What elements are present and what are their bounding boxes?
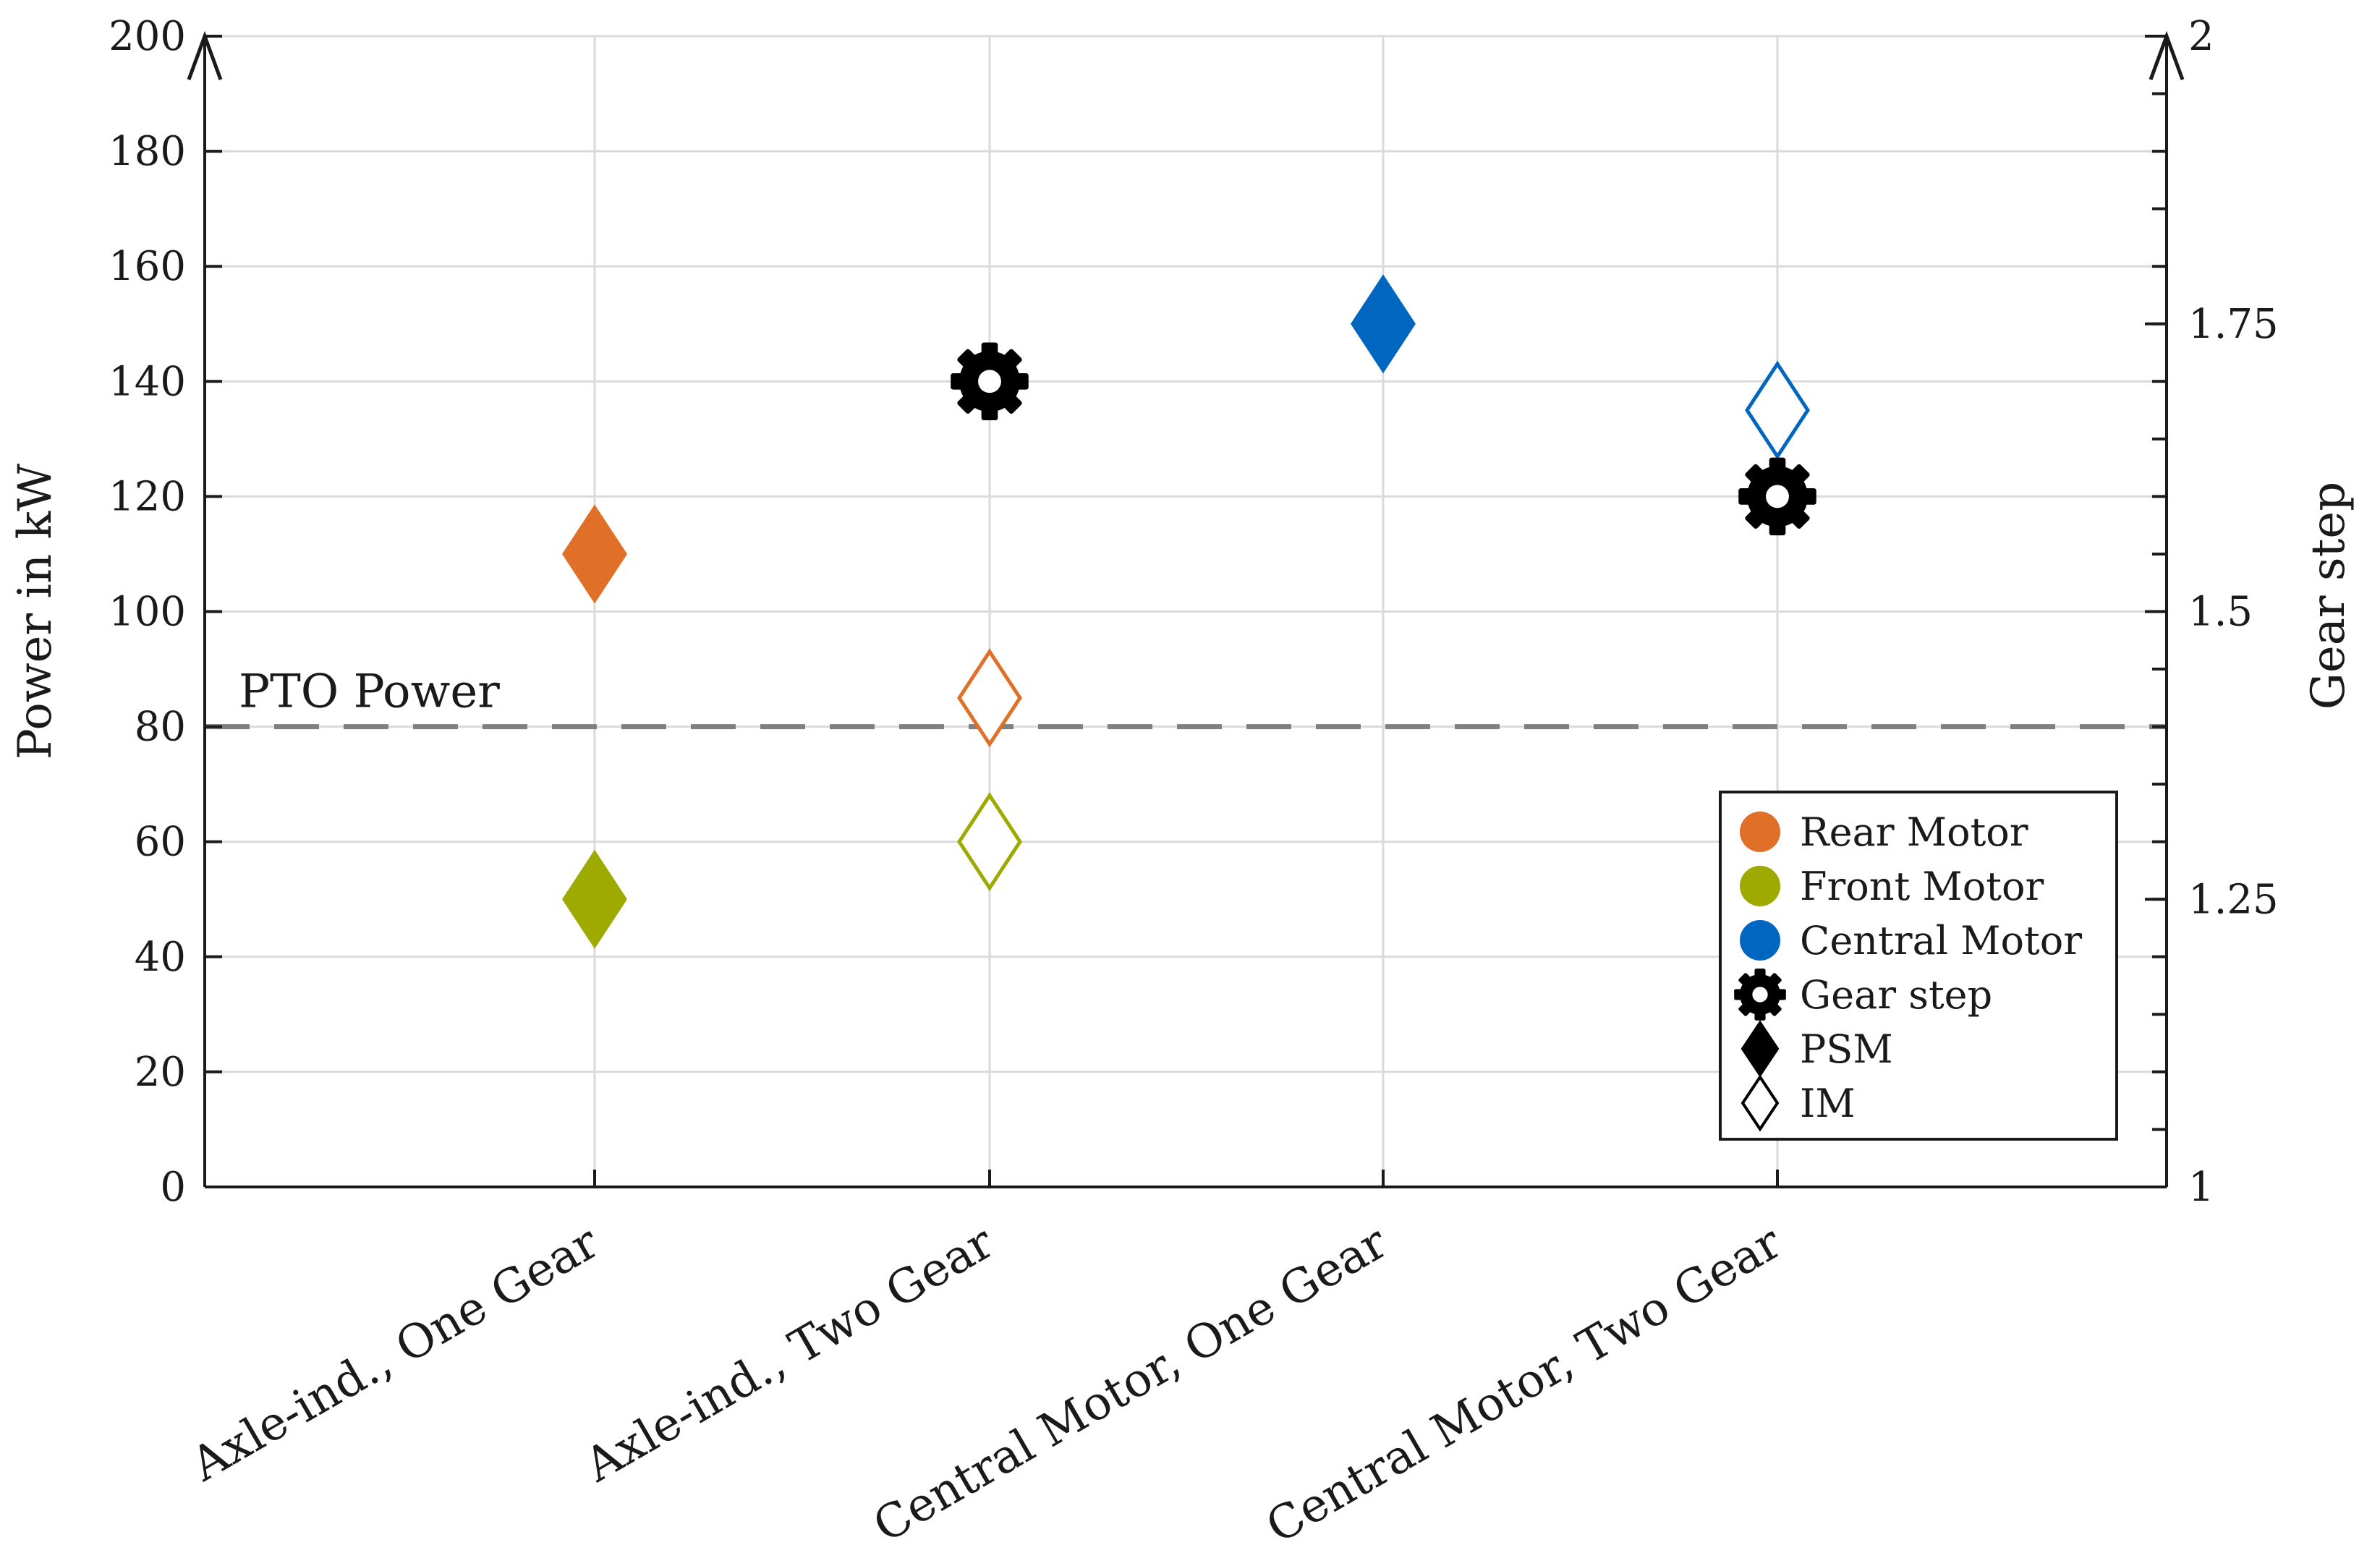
y-tick-label-left: 60 [135, 819, 186, 866]
y-axis-right-label: Gear step [2302, 482, 2355, 710]
reference-line-group: PTO Power [205, 665, 2167, 730]
legend-label: Gear step [1800, 972, 1992, 1018]
gear-hole [978, 370, 1001, 393]
gear-hole [1752, 987, 1768, 1003]
y-tick-label-left: 40 [135, 934, 186, 981]
legend-label: Front Motor [1800, 864, 2044, 909]
im-marker-rear-motor [957, 648, 1022, 748]
legend-gear-icon [1734, 969, 1786, 1021]
y-tick-label-left: 80 [135, 704, 186, 751]
y-tick-label-right: 1.75 [2188, 301, 2279, 348]
legend-label: Rear Motor [1800, 809, 2028, 855]
gear-step-marker [951, 342, 1029, 421]
y-tick-label-left: 180 [109, 128, 186, 175]
data-marks [562, 274, 1816, 949]
y-tick-label-left: 20 [135, 1049, 186, 1096]
y-tick-label-left: 160 [109, 243, 186, 290]
psm-marker-central-motor [1351, 274, 1416, 374]
y-tick-label-right: 1.25 [2188, 876, 2279, 923]
legend-marker-circle [1740, 812, 1780, 852]
y-tick-label-left: 120 [109, 473, 186, 520]
im-marker-central-motor [1745, 360, 1810, 460]
y-tick-label-right: 2 [2188, 13, 2214, 60]
legend-marker-circle [1740, 866, 1780, 906]
pto-power-label: PTO Power [239, 665, 500, 719]
y-axis-label: Power in kW [9, 464, 62, 759]
legend-label: Central Motor [1800, 918, 2082, 963]
gear-hole [1766, 485, 1789, 508]
gear-step-marker [1738, 457, 1816, 536]
legend-label: PSM [1800, 1026, 1893, 1072]
psm-marker-rear-motor [562, 504, 627, 604]
psm-marker-front-motor [562, 849, 627, 949]
im-marker-front-motor [957, 792, 1022, 892]
y-tick-label-right: 1.5 [2188, 589, 2253, 636]
y-tick-label-left: 0 [160, 1164, 186, 1211]
legend-diamond-open-icon [1741, 1074, 1780, 1132]
y-tick-label-left: 100 [109, 589, 186, 636]
y-tick-label-left: 200 [109, 13, 186, 60]
legend-label: IM [1800, 1081, 1856, 1126]
legend-box [1719, 791, 2118, 1141]
y-tick-label-right: 1 [2188, 1164, 2214, 1211]
legend-marker-circle [1740, 920, 1780, 961]
y-tick-label-left: 140 [109, 358, 186, 405]
